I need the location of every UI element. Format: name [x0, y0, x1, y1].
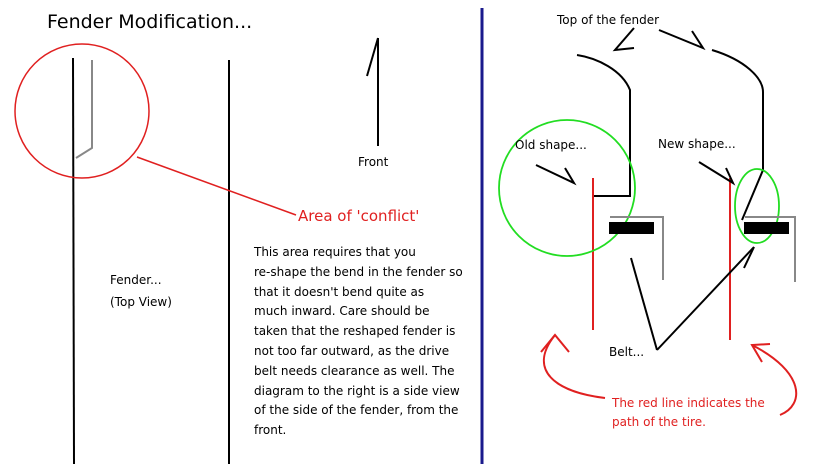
fender-label: Fender... (Top View) [110, 269, 172, 313]
description-line: front. [254, 423, 287, 438]
description-line: re-shape the bend in the fender so [254, 264, 463, 279]
page-title: Fender Modification... [47, 11, 253, 33]
fender-label-line2: (Top View) [110, 295, 172, 309]
description-line: that it doesn't bend quite as [254, 284, 425, 299]
top-label-arrow-left [612, 27, 635, 52]
conflict-pointer [136, 156, 297, 216]
belt-pointer-right-head [743, 246, 755, 269]
new-shape-circle [734, 168, 780, 244]
description-paragraph: This area requires that you re-shape the… [254, 243, 484, 441]
description-line: not too far outward, as the drive [254, 343, 450, 358]
description-line: of the side of the fender, from the [254, 403, 459, 418]
old-belt-block [609, 222, 654, 234]
red-curve-arrow-left [542, 334, 606, 399]
front-arrow-head [366, 37, 379, 77]
new-fender-profile [711, 49, 764, 221]
red-curve-arrow-left-head [540, 333, 570, 353]
new-belt-block [744, 222, 789, 234]
old-pulley-bracket [610, 216, 664, 280]
belt-pointer-right [656, 246, 755, 351]
description-line: taken that the reshaped fender is [254, 324, 456, 339]
description-line: belt needs clearance as well. The [254, 363, 455, 378]
new-shape-pointer [698, 161, 736, 186]
red-line-note-line1: The red line indicates the [612, 396, 765, 410]
old-shape-pointer [535, 164, 577, 186]
red-curve-arrow-right-head [750, 343, 771, 363]
fender-left-edge [72, 57, 75, 465]
description-line: much inward. Care should be [254, 304, 430, 319]
red-line-note-line2: path of the tire. [612, 415, 706, 429]
red-curve-arrow-right [751, 344, 798, 416]
belt-pointer-left [630, 257, 658, 351]
front-label: Front [358, 155, 389, 169]
reshaped-bend-line [75, 60, 93, 159]
red-line-note: The red line indicates the path of the t… [612, 394, 765, 432]
conflict-label: Area of 'conflict' [298, 207, 420, 225]
top-of-fender-label: Top of the fender [557, 13, 660, 27]
belt-label: Belt... [609, 345, 645, 359]
top-label-arrow-right [658, 29, 706, 51]
old-fender-profile [576, 54, 631, 197]
description-line: diagram to the right is a side view [254, 383, 460, 398]
old-shape-label: Old shape... [515, 138, 587, 152]
new-shape-label: New shape... [658, 137, 736, 151]
conflict-circle [14, 43, 150, 179]
new-pulley-bracket [745, 216, 796, 282]
old-shape-circle [498, 119, 636, 257]
description-line: This area requires that you [254, 245, 416, 259]
fender-label-line1: Fender... [110, 273, 162, 287]
